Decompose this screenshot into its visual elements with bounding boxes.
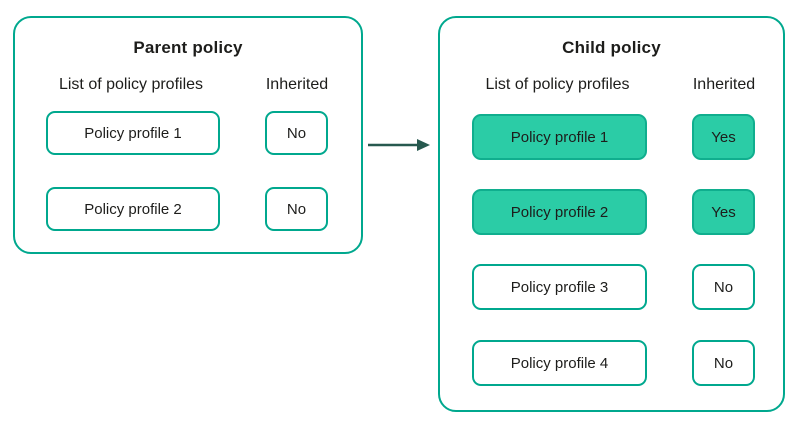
policy-profile-chip-inherited: Policy profile 2 (472, 189, 647, 235)
child-profile-row: Policy profile 1 Yes (472, 114, 755, 160)
child-profile-row: Policy profile 3 No (472, 264, 755, 310)
inherited-badge: No (265, 187, 328, 231)
policy-profile-chip-inherited: Policy profile 1 (472, 114, 647, 160)
parent-policy-panel: Parent policy List of policy profiles In… (13, 16, 363, 254)
inherited-badge: No (692, 340, 755, 386)
inherited-badge: No (265, 111, 328, 155)
parent-profile-row: Policy profile 1 No (46, 111, 328, 155)
policy-profile-chip: Policy profile 4 (472, 340, 647, 386)
policy-profile-chip: Policy profile 3 (472, 264, 647, 310)
parent-profile-row: Policy profile 2 No (46, 187, 328, 231)
child-profile-row: Policy profile 4 No (472, 340, 755, 386)
child-policy-title: Child policy (562, 38, 661, 57)
child-column-header-profiles: List of policy profiles (485, 76, 630, 93)
inherited-badge: Yes (692, 114, 755, 160)
parent-column-header-profiles: List of policy profiles (58, 76, 204, 93)
child-column-header-inherited: Inherited (692, 76, 756, 93)
policy-profile-chip: Policy profile 2 (46, 187, 220, 231)
child-policy-panel: Child policy List of policy profiles Inh… (438, 16, 785, 412)
policy-profile-chip: Policy profile 1 (46, 111, 220, 155)
parent-column-header-inherited: Inherited (265, 76, 329, 93)
inherited-badge: No (692, 264, 755, 310)
parent-policy-title: Parent policy (133, 38, 243, 57)
child-profile-row: Policy profile 2 Yes (472, 189, 755, 235)
inherited-badge: Yes (692, 189, 755, 235)
inheritance-arrow-icon (368, 139, 430, 151)
